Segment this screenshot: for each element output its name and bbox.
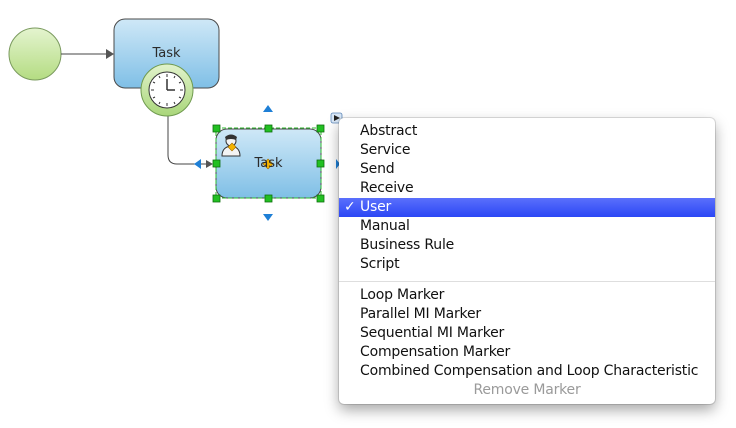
text-handle-icon[interactable] [262,158,274,170]
menu-item-send[interactable]: Send [360,161,395,177]
arrowhead-icon [106,49,114,59]
menu-item-loop-marker[interactable]: Loop Marker [360,287,445,303]
task-selected-label[interactable]: Task [254,156,283,171]
sequence-flow-2[interactable] [167,116,208,165]
menu-item-remove-marker: Remove Marker [473,382,581,398]
menu-item-compensation-marker[interactable]: Compensation Marker [360,344,511,360]
menu-item-business-rule[interactable]: Business Rule [360,237,455,253]
menu-item-abstract[interactable]: Abstract [360,123,418,139]
play-icon [334,115,340,121]
menu-item-script[interactable]: Script [360,256,400,272]
user-icon [221,134,241,157]
clock-icon [151,74,183,106]
menu-item-sequential-mi-marker[interactable]: Sequential MI Marker [360,325,505,341]
menu-item-user[interactable]: ✓User [339,198,715,217]
start-event[interactable] [8,27,62,81]
menu-item-receive[interactable]: Receive [360,180,414,196]
flow-arrowhead-icon [206,160,213,168]
menu-item-parallel-mi-marker[interactable]: Parallel MI Marker [360,306,481,322]
connect-up-arrow-icon[interactable] [263,105,273,112]
menu-item-combined-compensation-loop[interactable]: Combined Compensation and Loop Character… [360,363,699,379]
connect-right-arrow-icon[interactable] [336,159,340,169]
menu-separator [339,281,715,282]
checkmark-icon: ✓ [344,199,356,215]
menu-item-service[interactable]: Service [360,142,411,158]
timer-boundary-event[interactable] [140,63,194,117]
task-context-menu: Abstract Service Send Receive ✓User Manu… [339,118,715,404]
connect-down-arrow-icon[interactable] [263,214,273,221]
rotate-handle-icon[interactable] [227,142,237,152]
task-top-label: Task [152,46,181,61]
connect-left-arrow-icon[interactable] [194,159,201,169]
menu-item-manual[interactable]: Manual [360,218,410,234]
resize-handles[interactable] [212,124,325,203]
